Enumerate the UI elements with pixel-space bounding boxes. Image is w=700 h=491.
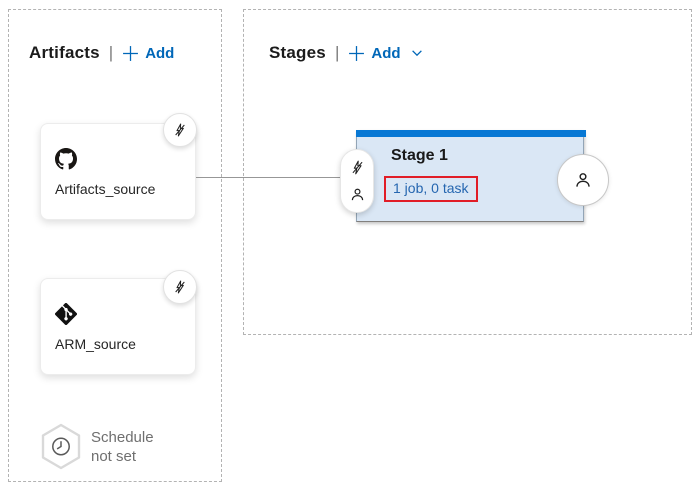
annotation-highlight-box: 1 job, 0 task [384, 176, 478, 202]
artifact-stage-connector-line [196, 177, 342, 178]
plus-icon [123, 45, 139, 61]
trigger-lightning-icon [175, 123, 185, 137]
artifact-name: ARM_source [55, 336, 136, 352]
schedule-line2: not set [91, 447, 137, 465]
add-artifact-button[interactable]: Add [122, 45, 174, 62]
add-stage-button[interactable]: Add [348, 45, 423, 62]
header-separator: | [334, 43, 340, 62]
add-artifact-label: Add [145, 44, 175, 62]
approver-person-icon [576, 173, 590, 187]
stage-jobs-tasks-link[interactable]: 1 job, 0 task [393, 180, 469, 196]
artifacts-header: Artifacts | Add [29, 41, 174, 65]
continuous-deployment-trigger-button[interactable] [163, 113, 197, 147]
continuous-deployment-trigger-button[interactable] [163, 270, 197, 304]
trigger-lightning-icon [175, 280, 185, 294]
post-deployment-conditions-button[interactable] [557, 154, 609, 206]
trigger-lightning-icon[interactable] [349, 159, 366, 176]
artifact-name: Artifacts_source [55, 181, 156, 197]
stages-title: Stages [269, 43, 326, 62]
add-stage-label: Add [371, 44, 401, 62]
chevron-down-icon [411, 50, 422, 57]
artifacts-panel: Artifacts | Add Artifacts_source [8, 9, 222, 482]
clock-hexagon-icon [41, 423, 81, 470]
git-icon [55, 303, 77, 325]
stage-card[interactable]: Stage 1 1 job, 0 task [356, 130, 586, 222]
stage-accent-bar [356, 130, 586, 137]
approver-person-icon[interactable] [349, 186, 366, 203]
schedule-status-text: Schedule not set [91, 428, 154, 466]
pre-deployment-conditions-button [340, 149, 374, 213]
github-icon [55, 148, 77, 170]
artifacts-title: Artifacts [29, 43, 100, 62]
schedule-line1: Schedule [91, 428, 154, 446]
stage-title: Stage 1 [391, 147, 448, 164]
schedule-button[interactable]: Schedule not set [40, 423, 154, 470]
header-separator: | [108, 43, 114, 62]
plus-icon [349, 45, 365, 61]
stages-header: Stages | Add [269, 41, 424, 65]
